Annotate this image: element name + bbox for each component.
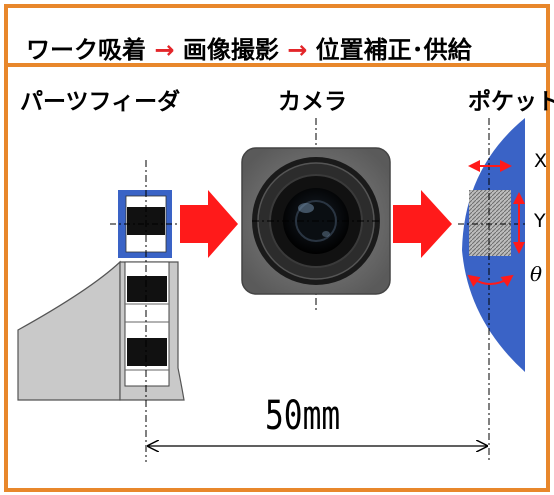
outer-frame xyxy=(4,4,550,492)
camera xyxy=(241,118,391,312)
label-camera: カメラ xyxy=(278,89,347,115)
pocket xyxy=(458,118,528,462)
step-suction: ワーク吸着 xyxy=(26,36,146,64)
flow-arrow-1 xyxy=(180,190,238,258)
pocket-chip xyxy=(469,190,511,256)
step-correction-supply: 位置補正･供給 xyxy=(315,36,472,64)
header-arrow-2: → xyxy=(287,36,308,64)
theta-correction-arrow xyxy=(467,274,514,287)
process-header: ワーク吸着 → 画像撮影 → 位置補正･供給 xyxy=(26,30,472,65)
axis-theta-label: θ xyxy=(530,262,543,286)
label-pocket: ポケット xyxy=(468,89,554,115)
step-imaging: 画像撮影 xyxy=(182,36,279,64)
axis-x-label: X xyxy=(534,150,548,172)
label-parts-feeder: パーツフィーダ xyxy=(20,89,181,115)
parts-feeder xyxy=(17,160,185,462)
flow-arrow-2 xyxy=(393,190,452,258)
header-arrow-1: → xyxy=(154,36,175,64)
dimension-label: 50mm xyxy=(265,393,341,439)
axis-y-label: Y xyxy=(534,210,546,232)
